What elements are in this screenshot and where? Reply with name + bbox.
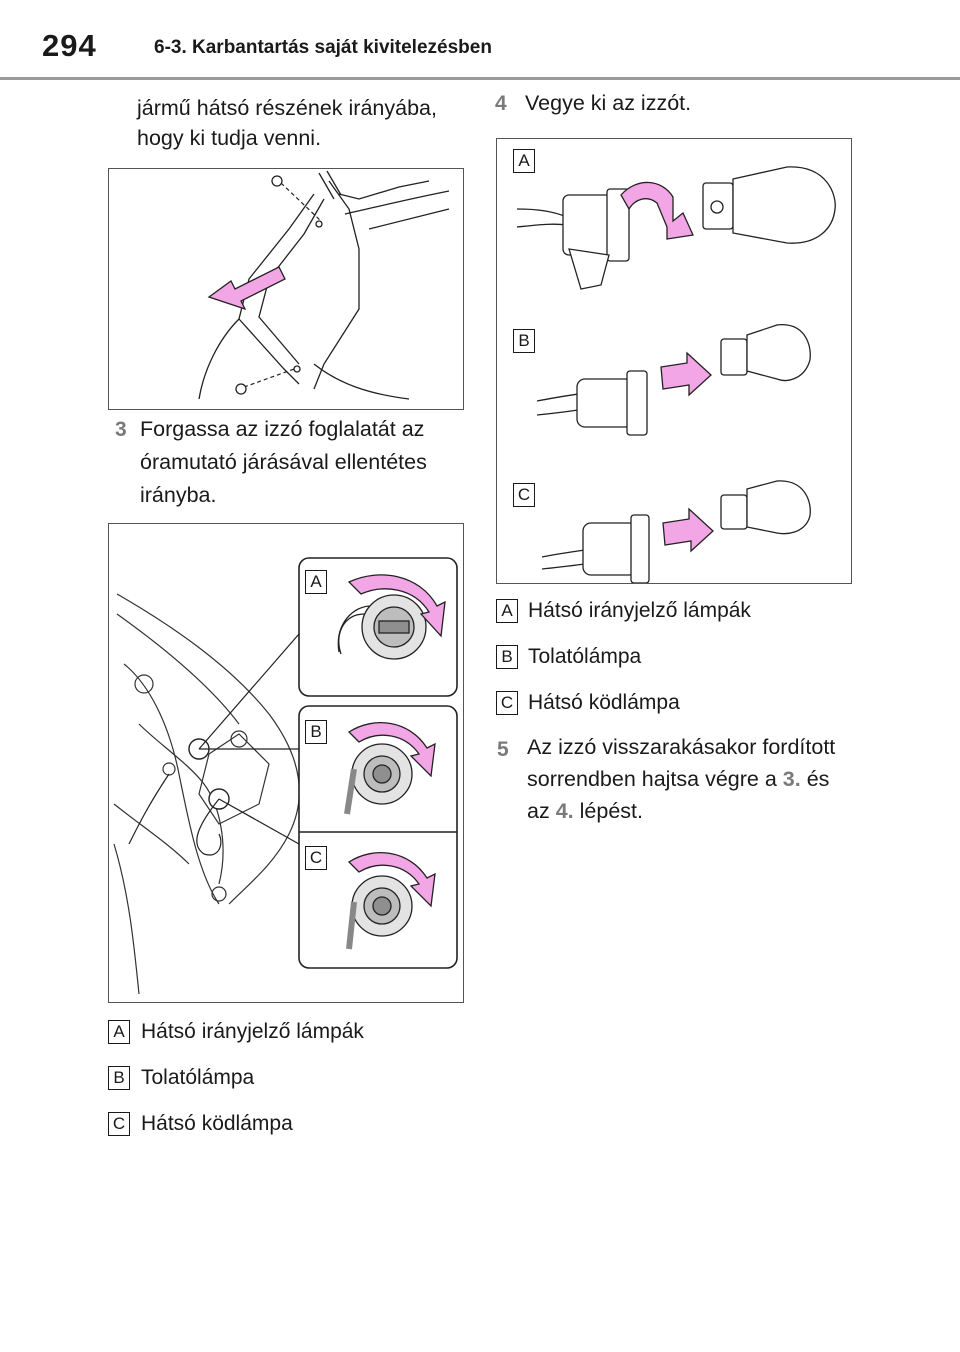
figure-socket-rotation: A B C: [108, 523, 464, 1003]
figure3-tag-b: B: [513, 329, 535, 353]
left-legend-tag-c: C: [108, 1112, 130, 1136]
left-legend-label-b: Tolatólámpa: [141, 1066, 255, 1089]
step-3-line-2: óramutató járásával ellentétes: [140, 450, 427, 474]
step-3-line-3: irányba.: [140, 483, 217, 507]
right-legend-label-b: Tolatólámpa: [528, 645, 642, 668]
page-header: 294 6-3. Karbantartás saját kivitelezésb…: [0, 0, 960, 80]
figure3-tag-c: C: [513, 483, 535, 507]
figure2-tag-b: B: [305, 720, 327, 744]
left-legend-tag-a: A: [108, 1020, 130, 1044]
right-legend-tag-a: A: [496, 599, 518, 623]
intro-line-2: hogy ki tudja venni.: [137, 126, 322, 150]
figure2-tag-c: C: [305, 846, 327, 870]
left-legend-label-c: Hátsó ködlámpa: [141, 1112, 293, 1135]
step-3-line-1: Forgassa az izzó foglalatát az: [140, 417, 425, 441]
figure3-tag-a: A: [513, 149, 535, 173]
section-title: 6-3. Karbantartás saját kivitelezésben: [154, 37, 492, 58]
step-5-line-3-pre: az: [527, 799, 550, 823]
right-legend-label-c: Hátsó ködlámpa: [528, 691, 680, 714]
figure2-tag-a: A: [305, 570, 327, 594]
step-3-number: 3: [115, 418, 127, 441]
cover-removal-illustration: [198, 170, 450, 400]
step-5-line-2-post: és: [806, 767, 830, 791]
intro-line-1: jármű hátsó részének irányába,: [137, 96, 437, 120]
right-legend-tag-b: B: [496, 645, 518, 669]
step-3-reference: 3.: [782, 767, 801, 791]
header-divider: [0, 77, 960, 80]
step-4-reference: 4.: [555, 799, 574, 823]
step-5-line-1: Az izzó visszarakásakor fordított: [527, 735, 836, 759]
pull-arrow: [207, 266, 286, 311]
step-5-line-3: az 4. lépést.: [527, 795, 643, 828]
figure-cover-removal: [108, 168, 464, 410]
right-legend-tag-c: C: [496, 691, 518, 715]
step-5-line-3-post: lépést.: [579, 799, 643, 823]
step-4-number: 4: [495, 92, 507, 115]
figure-bulb-removal: A B C: [496, 138, 852, 584]
right-legend-label-a: Hátsó irányjelző lámpák: [528, 599, 751, 622]
page-number: 294: [42, 28, 97, 63]
step-5-line-2: sorrendben hajtsa végre a 3. és: [527, 763, 829, 796]
socket-rotation-illustration: [113, 557, 458, 995]
step-5-number: 5: [497, 738, 509, 761]
step-5-line-2-pre: sorrendben hajtsa végre a: [527, 767, 777, 791]
left-legend-label-a: Hátsó irányjelző lámpák: [141, 1020, 364, 1043]
step-4-text: Vegye ki az izzót.: [525, 91, 692, 115]
panel-bc: [298, 705, 458, 969]
left-legend-tag-b: B: [108, 1066, 130, 1090]
bulb-removal-illustration: [516, 166, 836, 583]
